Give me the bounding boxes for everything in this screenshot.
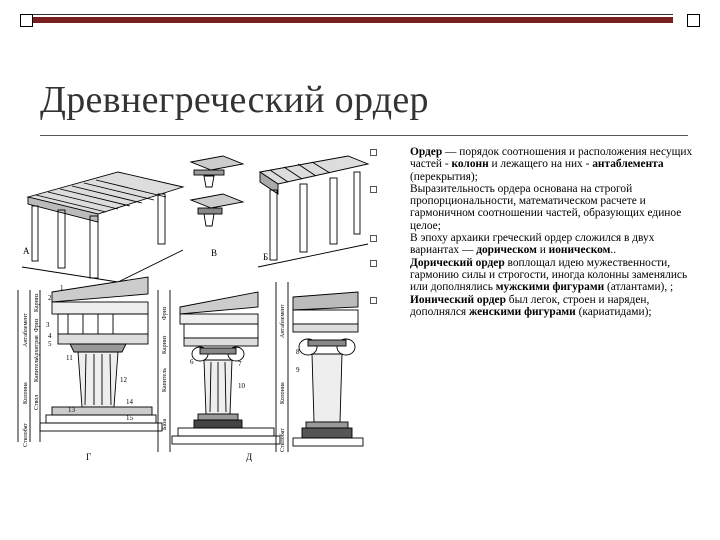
text-run: Выразительность ордера основана на строг… [410,182,682,232]
bold-term: колонн [451,158,489,171]
text-run: В эпоху архаики греческий ордер сложился… [410,232,655,257]
text-run: и [536,244,549,257]
label-a: A [23,246,30,256]
label-karniz-g: Карниз [34,293,40,312]
label-baza-d: База [162,419,168,430]
temple-frame-b [257,155,370,268]
capital-detail-v [189,155,245,227]
bold-term: Ионический ордер [410,293,506,306]
label-friz-d: Фриз [162,306,168,320]
num-3: 3 [46,321,50,329]
label-d: Д [246,452,252,462]
num-11: 11 [66,354,73,362]
text-run: воплощал идею мужественности, гармонию с… [410,256,688,294]
header-thin-line [33,14,673,15]
num-6: 6 [190,358,194,366]
label-stilobat-d: Стилобат [279,428,286,452]
label-antablement-d: Антаблемент [279,304,286,338]
corner-square-left [20,14,33,27]
bullet-square-icon [370,149,377,156]
text-run: .. [610,244,617,257]
text-run: и лежащего на них - [488,158,593,171]
label-b: Б [263,252,268,262]
num-13: 13 [68,406,76,414]
text-run: (атлантами), ; [604,281,674,294]
bold-term: женскими фигурами [468,305,576,318]
bold-term: Ордер [410,146,443,158]
bullet-square-icon [370,185,377,193]
label-stilobat-g: Стилобат [22,423,29,447]
label-kolonna-d: Колонна [280,382,286,404]
corner-square-right [687,14,700,27]
num-4: 4 [48,332,52,340]
num-7: 7 [238,360,242,368]
num-9: 9 [296,366,300,374]
num-8: 8 [296,348,300,356]
num-5: 5 [48,340,52,348]
label-kapitel-d: Капитель [162,368,168,392]
ionic-elevation-d [157,282,364,452]
bullet-item: Ордер — порядок соотношения и расположен… [370,146,705,183]
bullet-square-icon [370,296,377,304]
greek-order-illustration: A В Б Г Антаблемент Колон [17,155,370,462]
doric-elevation-g [17,276,163,442]
bullet-square-icon [370,259,377,267]
bullet-list: Ордер — порядок соотношения и расположен… [370,146,705,318]
label-friz-g: Фриз [34,318,40,332]
bold-term: дорическом [476,244,537,257]
num-14: 14 [126,398,134,406]
text-run: (кариатидами); [575,305,652,318]
label-arkhitrav-g: Архитрав [34,335,40,360]
text-run: был легок, строен и наряден, дополнялся [410,293,650,318]
num-12: 12 [120,376,128,384]
label-antablement-g: Антаблемент [22,313,29,347]
header-accent-bar [33,17,673,23]
label-v: В [211,248,217,258]
bold-term: Дорический ордер [410,256,505,269]
bold-term: мужскими фигурами [495,281,605,294]
text-run: — порядок соотношения и расположения нес… [410,146,693,171]
bullet-item: В эпоху архаики греческий ордер сложился… [370,232,705,257]
bullet-square-icon [370,235,377,243]
label-stvol-g: Ствол [34,395,40,410]
label-kapitel-g: Капитель [34,358,40,382]
bullet-item: Выразительность ордера основана на строг… [370,183,705,232]
temple-frame-a [21,171,185,283]
label-kolonna-g: Колонна [23,382,29,404]
title-divider [40,135,688,136]
bold-term: ионическом [548,244,611,257]
text-run: (перекрытия); [410,170,478,183]
bold-term: антаблемента [592,158,664,171]
label-g: Г [86,452,91,462]
num-10: 10 [238,382,246,390]
page-title: Древнегреческий ордер [40,79,429,121]
num-2: 2 [48,294,52,302]
num-1: 1 [60,284,64,292]
num-15: 15 [126,414,134,422]
bullet-item: Ионический ордер был легок, строен и нар… [370,294,705,319]
bullet-item: Дорический ордер воплощал идею мужествен… [370,257,705,294]
label-karniz-d: Карниз [162,335,168,354]
